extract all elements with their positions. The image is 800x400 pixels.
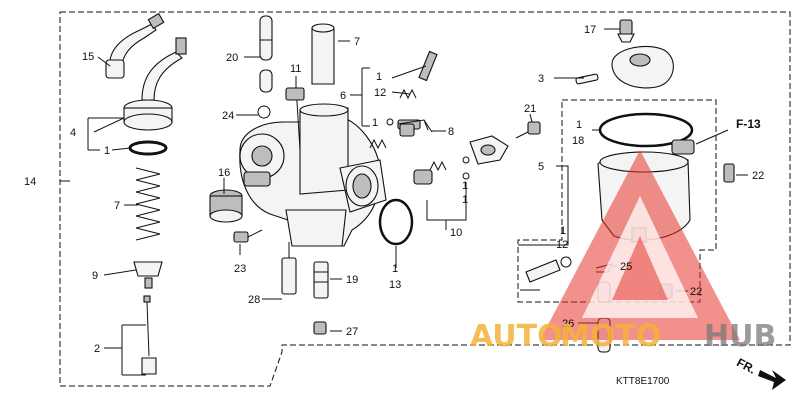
jet-27: [313, 321, 327, 335]
plug-17: [617, 19, 635, 43]
callout-labels: 15 4 1 14 7 9 2 20 11 24 7 16 23 28 19 2…: [24, 24, 764, 355]
callout-12-bowl: 12: [556, 239, 568, 251]
outer-frame: [59, 11, 791, 387]
callout-3: 3: [538, 73, 544, 85]
drain-screw-12: [525, 256, 572, 283]
callout-28: 28: [248, 294, 260, 306]
tube-7: [311, 23, 335, 85]
callout-7-left: 7: [114, 200, 120, 212]
svg-text:MOTO: MOTO: [560, 319, 661, 354]
callout-18: 18: [572, 135, 584, 147]
callout-11: 11: [290, 63, 301, 75]
callout-1-screw: 1: [376, 71, 382, 83]
callout-25: 25: [620, 261, 632, 273]
oring-13: [378, 198, 414, 246]
throttle-spring-7: [135, 167, 161, 241]
callout-13: 13: [389, 279, 401, 291]
carburetor-body: [239, 103, 387, 247]
svg-text:HUB: HUB: [704, 319, 776, 354]
throttle-stop-screw: [243, 171, 271, 187]
callout-2: 2: [94, 343, 100, 355]
callout-26: 26: [562, 318, 574, 330]
callout-23: 23: [234, 263, 246, 275]
callout-12-screw: 12: [374, 87, 386, 99]
watermark-text: AUTO MOTO HUB: [470, 319, 776, 354]
throttle-cable-adjuster-15: [105, 12, 165, 79]
gasket-1-left: [128, 140, 168, 156]
jet-needle-2: [141, 295, 157, 375]
callout-9: 9: [92, 270, 98, 282]
callout-16: 16: [218, 167, 230, 179]
callout-8: 8: [448, 126, 454, 138]
screw-22-upper: [723, 163, 735, 183]
diagram-code: KTT8E1700: [616, 376, 670, 387]
reference-f13: F-13: [736, 117, 761, 131]
svg-text:AUTO: AUTO: [470, 319, 563, 354]
callout-19: 19: [346, 274, 358, 286]
choke-arm-11: [285, 85, 305, 151]
callout-10: 10: [450, 227, 462, 239]
main-jet-19: [313, 261, 329, 299]
callout-4: 4: [70, 127, 76, 139]
pilot-screw-8: [399, 123, 415, 137]
callout-5: 5: [538, 161, 544, 173]
callout-21: 21: [524, 103, 536, 115]
callout-15: 15: [82, 51, 94, 63]
cap-16: [209, 189, 243, 223]
callout-22-lower: 22: [690, 286, 702, 298]
callout-1-mid: 1: [462, 180, 468, 192]
callout-17: 17: [584, 24, 596, 36]
needle-clip-9: [133, 261, 163, 289]
tube-20: [259, 15, 273, 93]
callout-24: 24: [222, 110, 234, 122]
callout-14: 14: [24, 176, 36, 188]
screw-23: [233, 229, 263, 243]
callout-1-bowl: 1: [560, 225, 566, 237]
float-3: [575, 45, 674, 89]
callout-1-oring: 1: [392, 263, 398, 275]
screw-21: [515, 121, 541, 139]
carburetor-top-4: [123, 99, 173, 131]
callout-20: 20: [226, 52, 238, 64]
callout-22-upper: 22: [752, 170, 764, 182]
callout-1-mid2: 1: [462, 194, 468, 206]
svg-text:FR.: FR.: [734, 355, 758, 376]
callout-1-cap: 1: [104, 145, 110, 157]
flange-plate: [469, 135, 509, 165]
needle-jet-28: [281, 242, 297, 295]
watermark-triangle: [540, 150, 740, 340]
callout-6: 6: [340, 90, 346, 102]
clip-24: [257, 105, 271, 119]
callout-1-washer: 1: [372, 117, 378, 129]
callout-7-top: 7: [354, 36, 360, 48]
screw-set-10: [413, 156, 470, 185]
cable-elbow: [141, 37, 187, 101]
callout-27: 27: [346, 326, 358, 338]
front-direction-marker: FR.: [734, 355, 786, 390]
callout-1-gasket: 1: [576, 119, 582, 131]
